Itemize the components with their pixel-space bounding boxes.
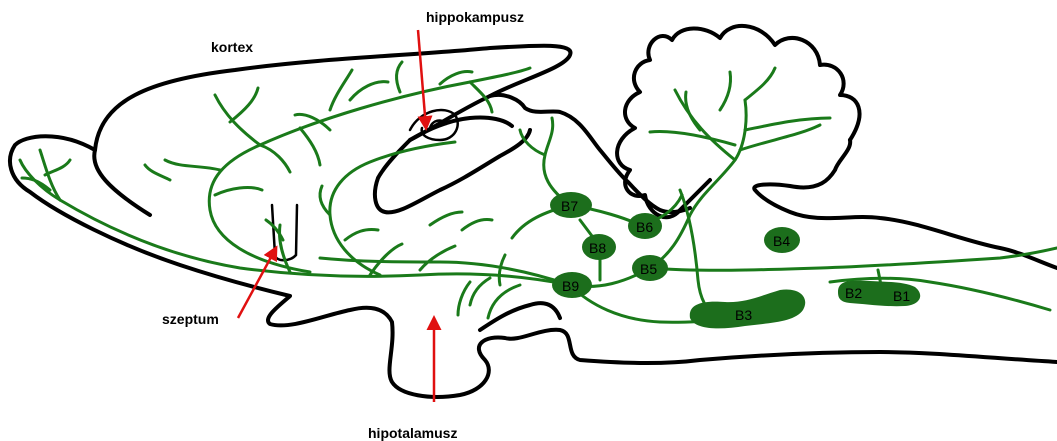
olfactory-outline xyxy=(10,136,1057,397)
hindbrain-outline xyxy=(754,140,1057,268)
label-kortex: kortex xyxy=(211,39,253,55)
label-b4: B4 xyxy=(773,233,790,249)
label-b2: B2 xyxy=(845,285,862,301)
label-b9: B9 xyxy=(562,278,579,294)
label-b7: B7 xyxy=(561,198,578,214)
cortex-outline xyxy=(94,46,570,215)
label-b6: B6 xyxy=(636,219,653,235)
label-szeptum: szeptum xyxy=(162,311,219,327)
hippocampus-arrow xyxy=(418,30,426,128)
midbrain-outline xyxy=(490,95,690,212)
label-hippokampusz: hippokampusz xyxy=(426,9,524,25)
cerebellum-outline xyxy=(617,26,859,217)
label-b1: B1 xyxy=(893,288,910,304)
label-b5: B5 xyxy=(640,261,657,277)
pointer-arrows xyxy=(238,30,434,402)
label-b8: B8 xyxy=(589,240,606,256)
label-hipotalamusz: hipotalamusz xyxy=(368,425,457,441)
brain-outline xyxy=(10,26,1057,397)
label-b3: B3 xyxy=(735,307,752,323)
septum-structure xyxy=(272,205,297,260)
